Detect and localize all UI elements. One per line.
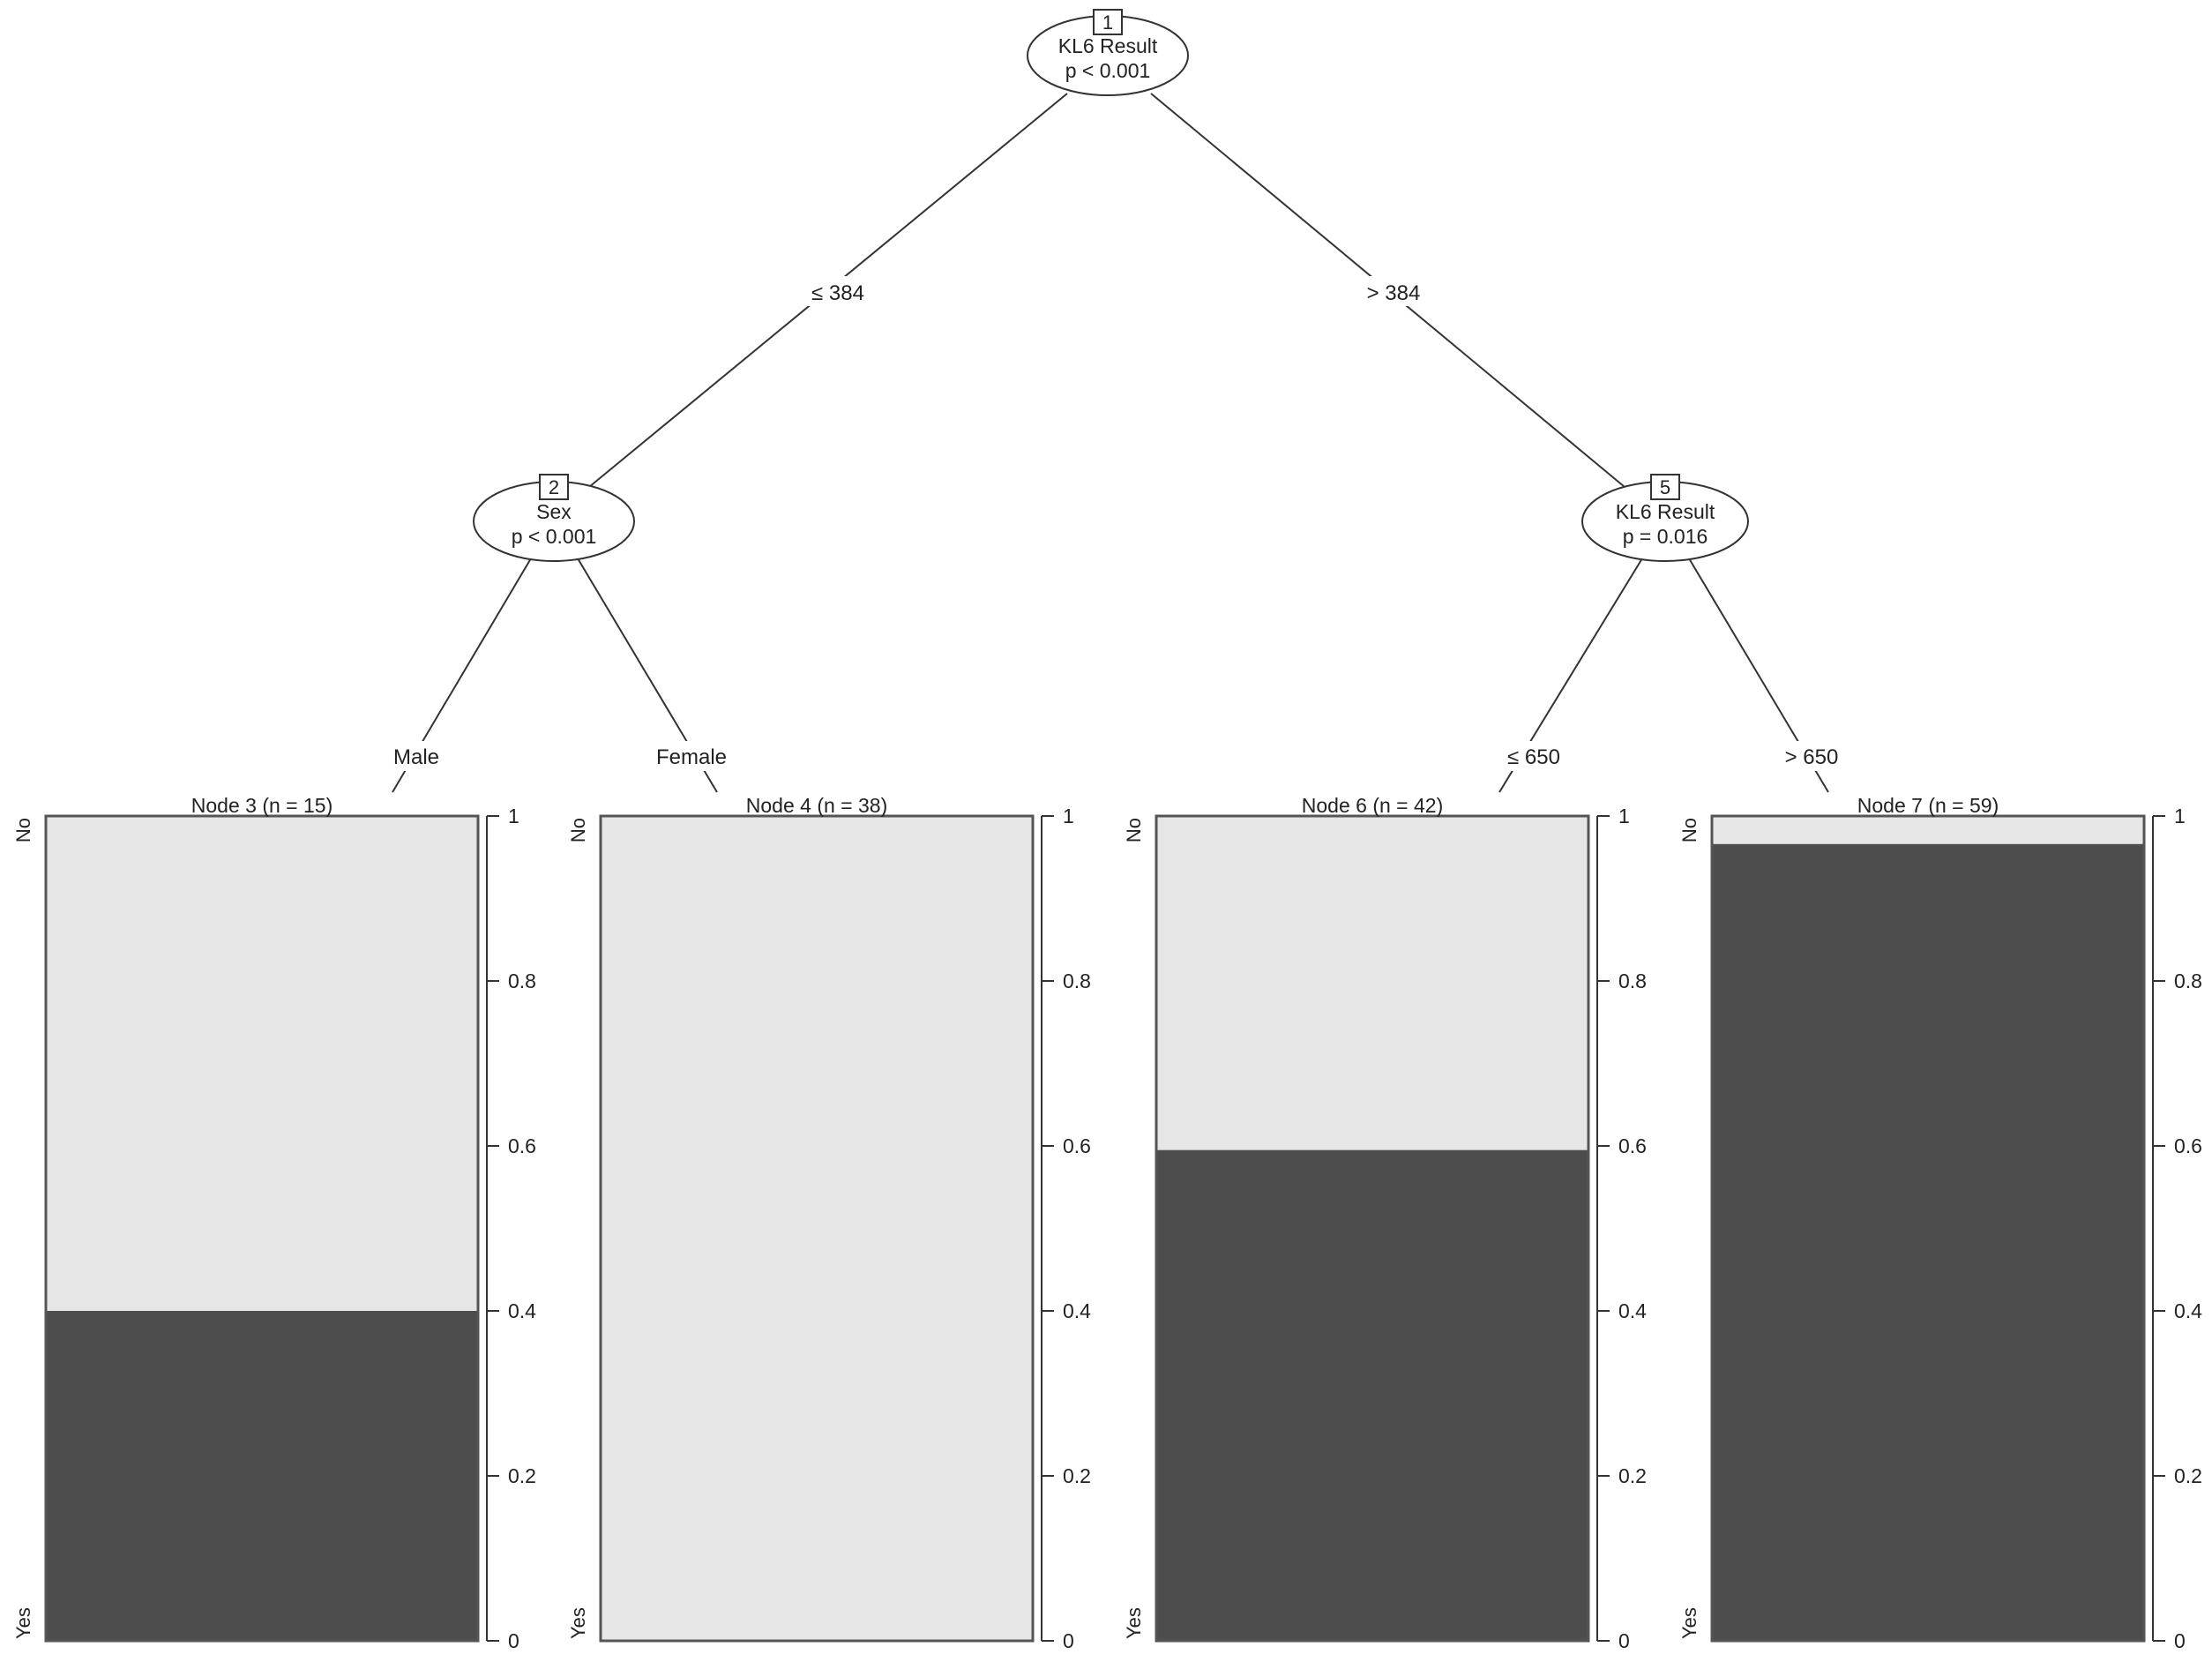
panel-title: Node 7 (n = 59) [1857, 794, 1999, 817]
y-tick-label: 0.8 [1063, 970, 1091, 992]
node-1-id-box [1093, 9, 1123, 35]
panel-border [1155, 814, 1590, 1643]
y-tick-label: 0.8 [1618, 970, 1647, 992]
y-tick-label: 0.4 [508, 1299, 536, 1322]
panel-border [1710, 814, 2146, 1643]
y-tick-label: 1 [1063, 805, 1074, 827]
terminal-node-2-panel: Node 4 (n = 38) Yes No 0 0.2 0.4 0.6 0.8 1 [567, 794, 1091, 1652]
y-tick-label: 1 [1618, 805, 1630, 827]
bar-segment-yes [1156, 1149, 1588, 1641]
category-label-no: No [1123, 818, 1145, 842]
edge-label-le-650: ≤ 650 [1507, 745, 1560, 769]
panel-title: Node 3 (n = 15) [191, 794, 333, 817]
bar-segment-no [1156, 816, 1588, 1150]
node-2-id: 2 [549, 476, 559, 498]
edge-labels: ≤ 384 > 384 Male Female ≤ 650 > 650 [382, 276, 1848, 771]
y-tick-label: 0.6 [1618, 1134, 1647, 1157]
node-5-variable: KL6 Result [1616, 500, 1715, 523]
y-tick-label: 1 [2174, 805, 2186, 827]
category-label-no: No [567, 818, 589, 842]
terminal-node-4-panel: Node 7 (n = 59) Yes No 0 0.2 0.4 0.6 0.8 1 [1678, 794, 2202, 1652]
edge-label-gt-650: > 650 [1785, 745, 1839, 769]
node-5-id-box [1650, 474, 1680, 500]
tree-node-5: 5 KL6 Result p = 0.016 [1581, 474, 1749, 562]
panel-border [44, 814, 480, 1643]
y-tick-label: 0.2 [508, 1464, 536, 1487]
y-tick-label: 0 [1063, 1629, 1074, 1652]
node-2-pvalue: p < 0.001 [512, 525, 597, 548]
node-1-pvalue: p < 0.001 [1065, 59, 1151, 82]
category-label-yes: Yes [12, 1607, 34, 1639]
category-label-no: No [1678, 818, 1700, 842]
terminal-node-3-panel: Node 6 (n = 42) Yes No 0 0.2 0.4 0.6 0.8 1 [1123, 794, 1647, 1652]
y-tick-label: 0.4 [1618, 1299, 1647, 1322]
y-tick-label: 0.8 [2174, 970, 2202, 992]
edge-label-le-384: ≤ 384 [811, 281, 864, 305]
bar-segment-no [1712, 816, 2144, 844]
node-1-id: 1 [1102, 11, 1113, 34]
tree-edges [392, 93, 1829, 793]
node-1-variable: KL6 Result [1058, 34, 1158, 57]
y-tick-label: 0 [508, 1629, 519, 1652]
bar-segment-no [601, 816, 1033, 1641]
y-tick-label: 0.6 [2174, 1134, 2202, 1157]
edge-label-female: Female [656, 745, 727, 769]
bar-segment-no [46, 816, 478, 1311]
panel-title: Node 4 (n = 38) [746, 794, 887, 817]
tree-node-2: 2 Sex p < 0.001 [473, 474, 635, 562]
y-tick-label: 0.2 [2174, 1464, 2202, 1487]
bar-segment-yes [1712, 843, 2144, 1641]
y-tick-label: 0.4 [1063, 1299, 1091, 1322]
tree-node-1: 1 KL6 Result p < 0.001 [1027, 9, 1189, 96]
y-tick-label: 0 [2174, 1629, 2186, 1652]
y-tick-label: 0.2 [1618, 1464, 1647, 1487]
y-tick-label: 0.6 [508, 1134, 536, 1157]
category-label-no: No [12, 818, 34, 842]
y-tick-label: 1 [508, 805, 519, 827]
edge-label-gt-384: > 384 [1367, 281, 1421, 305]
bar-segment-yes [46, 1311, 478, 1641]
node-5-pvalue: p = 0.016 [1623, 525, 1708, 548]
panel-title: Node 6 (n = 42) [1302, 794, 1443, 817]
y-tick-label: 0.8 [508, 970, 536, 992]
node-2-variable: Sex [536, 500, 572, 523]
terminal-node-1-panel: Node 3 (n = 15) Yes No 0 0.2 0.4 0.6 0.8 1 [12, 794, 536, 1652]
category-label-yes: Yes [567, 1607, 589, 1639]
category-label-yes: Yes [1123, 1607, 1145, 1639]
y-tick-label: 0.6 [1063, 1134, 1091, 1157]
y-tick-label: 0 [1618, 1629, 1630, 1652]
y-tick-label: 0.2 [1063, 1464, 1091, 1487]
panel-border [599, 814, 1035, 1643]
edge-label-male: Male [393, 745, 439, 769]
node-2-id-box [539, 474, 569, 500]
y-tick-label: 0.4 [2174, 1299, 2202, 1322]
category-label-yes: Yes [1678, 1607, 1700, 1639]
node-5-id: 5 [1660, 476, 1670, 498]
